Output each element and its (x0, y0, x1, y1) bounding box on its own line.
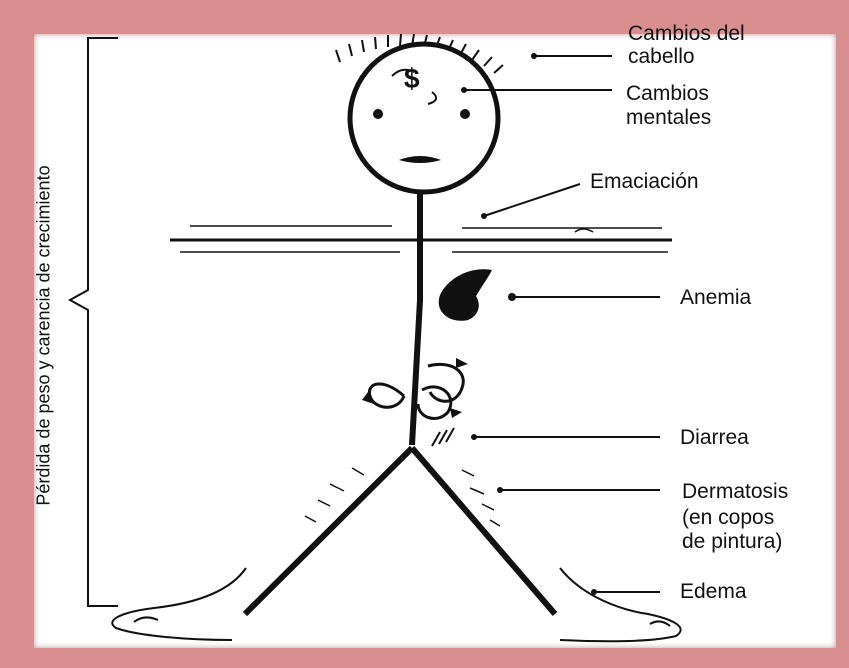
label-mental-1: Cambios (626, 82, 709, 106)
right-eye (460, 109, 470, 119)
left-eye (373, 109, 383, 119)
label-dermatosis-3: de pintura) (682, 530, 782, 554)
label-mental-2: mentales (626, 106, 711, 130)
anemia-drop-icon (439, 269, 492, 321)
side-label-growth: Pérdida de peso y carencia de crecimient… (34, 96, 55, 576)
legs (245, 448, 555, 614)
label-hair-1: Cambios del (628, 22, 745, 46)
label-edema: Edema (680, 580, 747, 604)
label-anemia: Anemia (680, 286, 751, 310)
label-dermatosis-2: (en copos (682, 506, 774, 530)
label-dermatosis-1: Dermatosis (682, 480, 788, 504)
dollar-swirl-icon: $ (404, 63, 420, 94)
label-hair-2: cabello (628, 45, 695, 69)
head (350, 44, 498, 192)
growth-bracket (70, 38, 118, 606)
label-diarrhea: Diarrea (680, 426, 749, 450)
drip-marks (432, 428, 454, 446)
swollen-feet (112, 568, 680, 641)
label-emaciation: Emaciación (590, 170, 699, 194)
